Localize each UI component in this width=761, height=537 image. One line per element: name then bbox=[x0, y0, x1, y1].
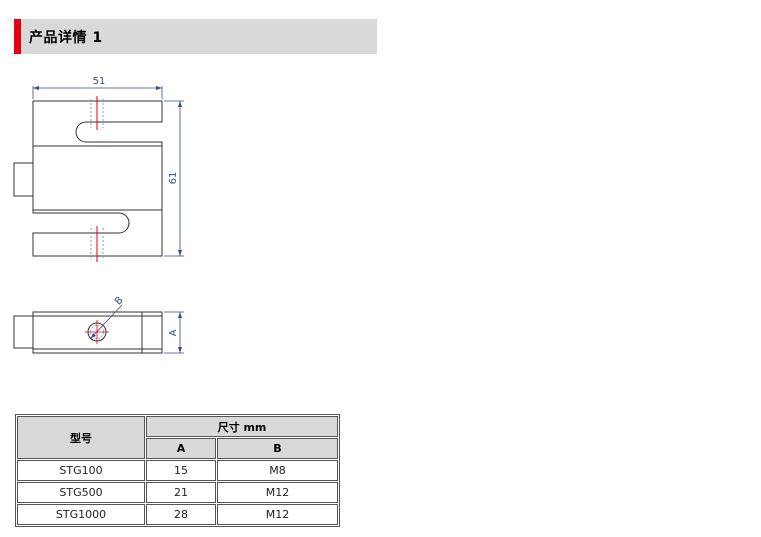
cell-a: 15 bbox=[146, 460, 216, 481]
dimension-height bbox=[164, 100, 184, 257]
dimension-a-label: A bbox=[168, 329, 179, 336]
dimension-height-label: 61 bbox=[168, 172, 179, 185]
table-row: STG500 21 M12 bbox=[17, 482, 338, 503]
header-b: B bbox=[217, 438, 338, 459]
cell-b: M12 bbox=[217, 482, 338, 503]
side-view-connector bbox=[13, 315, 34, 349]
cell-a: 21 bbox=[146, 482, 216, 503]
table-row: STG100 15 M8 bbox=[17, 460, 338, 481]
dimension-a bbox=[164, 311, 184, 354]
dimension-width-label: 51 bbox=[93, 76, 106, 87]
dimension-b bbox=[89, 304, 123, 340]
technical-drawing: 51 61 B A bbox=[13, 76, 184, 354]
cell-model: STG100 bbox=[17, 460, 145, 481]
front-view-thread-top bbox=[90, 96, 104, 130]
spec-table: 型号 尺寸 mm A B STG100 15 M8 STG500 21 M12 … bbox=[15, 414, 340, 527]
cell-model: STG1000 bbox=[17, 504, 145, 525]
table-header-row: 型号 尺寸 mm bbox=[17, 416, 338, 459]
front-view-connector bbox=[13, 162, 34, 197]
front-view-center-body bbox=[32, 145, 163, 211]
header-size: 尺寸 mm bbox=[146, 416, 338, 437]
front-view-top-arm bbox=[32, 100, 163, 147]
header-model: 型号 bbox=[17, 416, 145, 459]
section-title: 产品详情 1 bbox=[29, 29, 103, 46]
cell-a: 28 bbox=[146, 504, 216, 525]
cell-b: M8 bbox=[217, 460, 338, 481]
front-view-thread-bottom bbox=[90, 226, 104, 262]
table-subheader-row: A B bbox=[17, 438, 338, 459]
header-a: A bbox=[146, 438, 216, 459]
side-view bbox=[13, 311, 163, 354]
front-view bbox=[13, 100, 163, 257]
cell-b: M12 bbox=[217, 504, 338, 525]
table-row: STG1000 28 M12 bbox=[17, 504, 338, 525]
cell-model: STG500 bbox=[17, 482, 145, 503]
section-header: 产品详情 1 bbox=[14, 19, 377, 54]
dimension-width bbox=[32, 86, 163, 99]
dimension-b-label: B bbox=[113, 295, 126, 308]
